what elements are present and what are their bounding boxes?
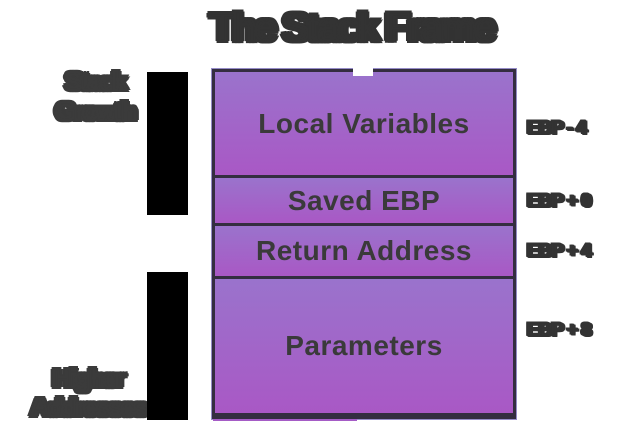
section-label: Saved EBP — [287, 184, 441, 216]
section-label: Return Address — [255, 235, 472, 266]
section-label: Local Variables — [258, 107, 470, 139]
stack-section-return-address: Return Address — [215, 226, 513, 279]
stack-section-parameters: Parameters — [215, 279, 513, 416]
stack-section-local-variables: Local Variables — [215, 72, 513, 178]
section-label: Parameters — [285, 330, 443, 361]
stack-section-saved-ebp: Saved EBP — [215, 178, 513, 226]
stack-growth-line1: Stack — [64, 65, 128, 98]
address-label-return-address: EBP + 4 — [526, 241, 592, 263]
top-border-notch — [353, 68, 373, 76]
stack-growth-label: Stack Growth — [15, 65, 175, 128]
higher-addresses-line1: Higher — [52, 362, 127, 394]
stack-growth-line2: Growth — [54, 95, 138, 128]
higher-addresses-arrow-bar — [147, 272, 188, 420]
address-label-saved-ebp: EBP + 0 — [526, 191, 592, 213]
higher-addresses-line2: Addresses — [29, 391, 148, 423]
stack-growth-arrow-bar — [147, 72, 188, 215]
address-label-parameters: EBP + 8 — [526, 320, 592, 342]
stack-box: Local Variables Saved EBP Return Address… — [211, 68, 517, 421]
diagram-title: The Stack Frame — [209, 4, 498, 50]
bottom-edge-artifact — [213, 419, 357, 421]
higher-addresses-label: Higher Addresses — [8, 362, 168, 423]
address-label-local-variables: EBP - 4 — [526, 118, 588, 140]
